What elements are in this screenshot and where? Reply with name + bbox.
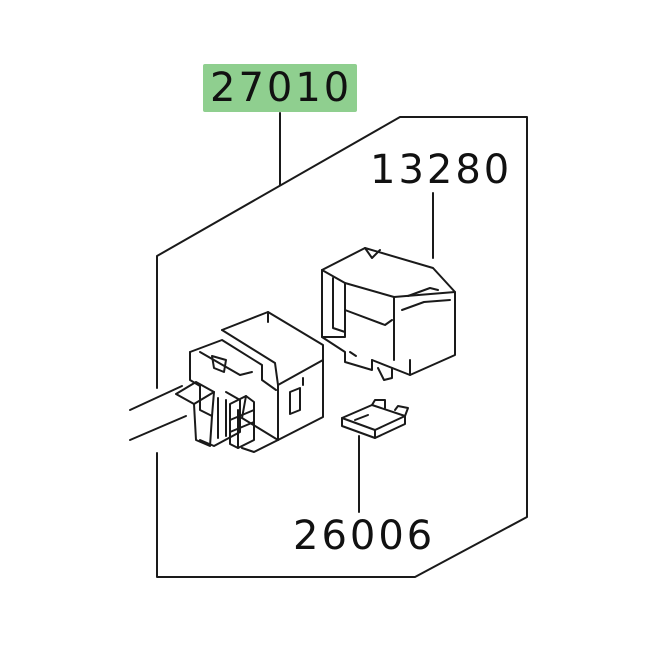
wire-harness: [129, 385, 187, 441]
connector-cover: [321, 247, 456, 381]
part-number-27010[interactable]: 27010: [210, 65, 353, 111]
blade-fuse: [341, 399, 409, 439]
highlight-27010: [203, 64, 357, 112]
part-number-26006[interactable]: 26006: [293, 513, 436, 559]
assembly-frame: [156, 116, 528, 578]
relay-connector: [175, 311, 324, 453]
part-number-13280[interactable]: 13280: [370, 147, 513, 193]
